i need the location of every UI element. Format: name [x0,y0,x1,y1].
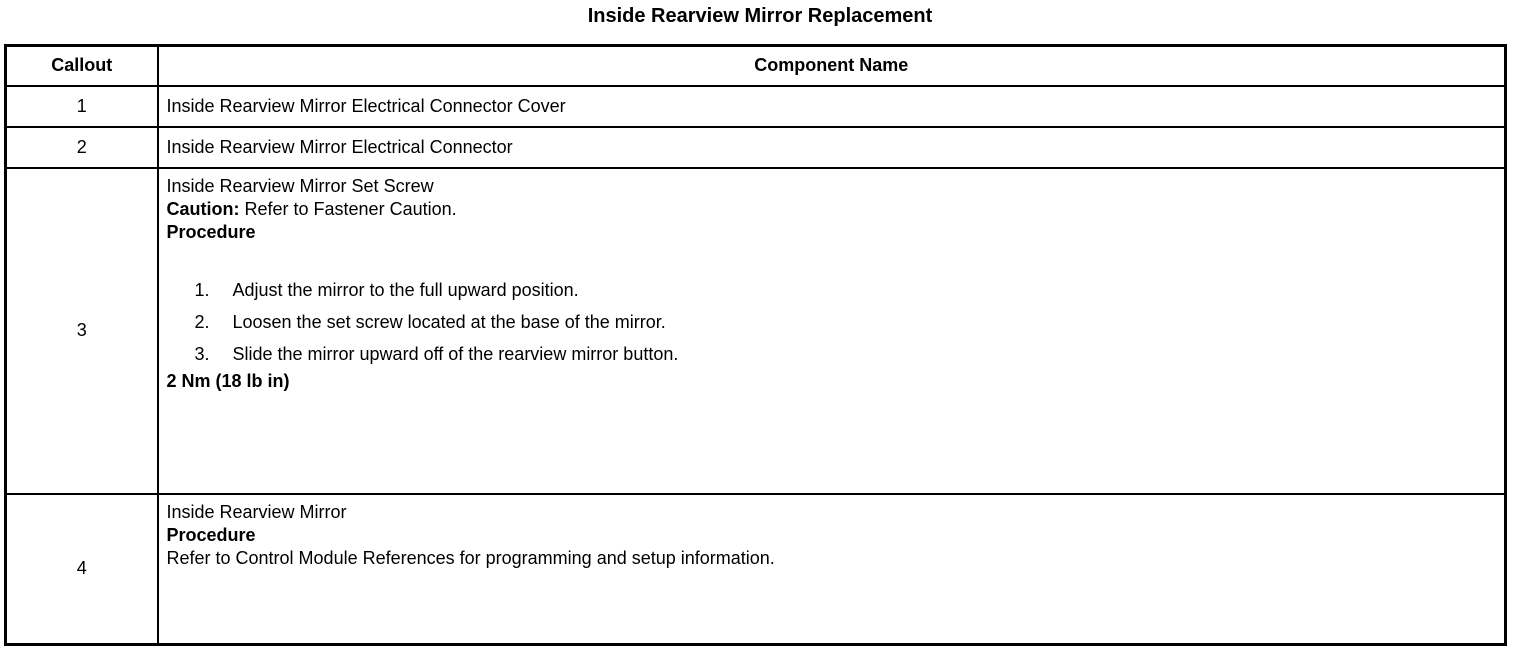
caution-text: Refer to Fastener Caution. [244,198,457,219]
component-detail-cell: Inside Rearview Mirror Set Screw Caution… [156,166,1507,495]
procedure-heading: Procedure [166,524,256,545]
callout-number: 4 [4,492,159,646]
procedure-step: Loosen the set screw located at the base… [232,311,666,332]
component-name: Inside Rearview Mirror [166,501,347,522]
procedure-heading: Procedure [166,221,256,242]
column-header-component-name: Component Name [156,44,1507,87]
procedure-step: Adjust the mirror to the full upward pos… [232,279,579,300]
procedure-step: Slide the mirror upward off of the rearv… [232,343,679,364]
column-header-callout: Callout [4,44,159,87]
component-name: Inside Rearview Mirror Electrical Connec… [156,125,1507,169]
component-detail-cell: Inside Rearview Mirror Procedure Refer t… [156,492,1507,646]
caution-line: Caution: Refer to Fastener Caution. [167,198,1497,221]
procedure-steps: Adjust the mirror to the full upward pos… [195,274,1497,370]
table-row: 4 Inside Rearview Mirror Procedure Refer… [4,492,1507,646]
callout-number: 1 [4,84,159,128]
callout-number: 2 [4,125,159,169]
table-row: 3 Inside Rearview Mirror Set Screw Cauti… [4,166,1507,495]
table-row: 1 Inside Rearview Mirror Electrical Conn… [4,84,1507,128]
table-header-row: Callout Component Name [4,44,1507,87]
procedure-note: Refer to Control Module References for p… [166,547,775,568]
component-name: Inside Rearview Mirror Electrical Connec… [156,84,1507,128]
torque-spec: 2 Nm (18 lb in) [166,370,290,391]
component-name: Inside Rearview Mirror Set Screw [166,175,434,196]
callout-number: 3 [4,166,159,495]
table-row: 2 Inside Rearview Mirror Electrical Conn… [4,125,1507,169]
callout-component-table: Callout Component Name 1 Inside Rearview… [4,44,1507,646]
page-title: Inside Rearview Mirror Replacement [587,5,933,27]
caution-label: Caution: [166,198,240,219]
